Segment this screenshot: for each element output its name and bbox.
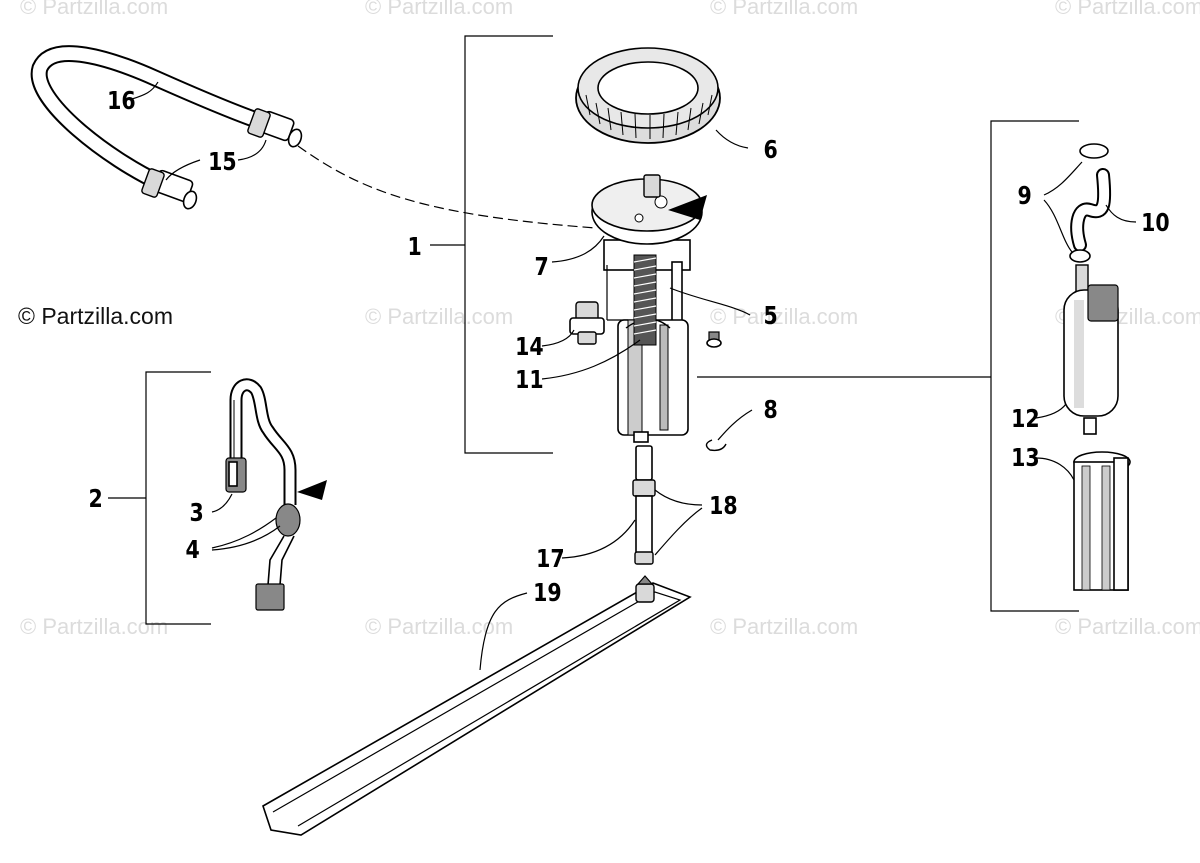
leader-6 xyxy=(715,129,749,149)
callout-17: 17 xyxy=(536,545,565,573)
pump-hose-part-10 xyxy=(1069,143,1112,263)
callout-18: 18 xyxy=(709,492,738,520)
leader-16 xyxy=(131,81,159,100)
watermark: © Partzilla.com xyxy=(710,0,858,19)
callout-5: 5 xyxy=(764,302,778,330)
callout-14: 14 xyxy=(515,333,544,361)
watermark: © Partzilla.com xyxy=(20,0,168,19)
watermark: © Partzilla.com xyxy=(20,614,168,639)
leader-17 xyxy=(561,519,636,559)
callout-8: 8 xyxy=(764,396,778,424)
leader-8 xyxy=(717,409,753,441)
leader-11 xyxy=(541,339,641,380)
leader-10 xyxy=(1105,204,1137,223)
callout-numbers: 16 15 1 6 7 5 14 11 8 9 10 12 13 2 3 4 1… xyxy=(89,87,1170,607)
leader-4b xyxy=(211,517,277,549)
wire-harness-part-2 xyxy=(225,378,327,611)
callout-4: 4 xyxy=(186,536,200,564)
callout-3: 3 xyxy=(190,499,204,527)
leader-15b xyxy=(165,159,201,181)
pressure-regulator-part-14 xyxy=(569,301,605,345)
screw-part-5 xyxy=(706,331,722,348)
group-brackets xyxy=(108,35,1079,625)
callout-1: 1 xyxy=(408,233,422,261)
callout-19: 19 xyxy=(533,579,562,607)
pump-canister-part-13 xyxy=(1073,451,1131,591)
callout-2: 2 xyxy=(89,485,103,513)
fuel-pump-part-12 xyxy=(1063,264,1119,435)
leader-9a xyxy=(1043,161,1083,196)
copyright-notice: © Partzilla.com xyxy=(18,303,173,329)
leader-7 xyxy=(551,235,605,263)
callout-16: 16 xyxy=(107,87,136,115)
fitting-parts-17-18 xyxy=(632,445,656,565)
fuel-hose-part-16 xyxy=(30,45,597,229)
bracket-assembly-2 xyxy=(145,371,211,625)
leader-5 xyxy=(669,287,751,316)
callout-15: 15 xyxy=(208,148,237,176)
leader-4a xyxy=(211,525,281,551)
lock-ring-part-6 xyxy=(575,47,721,144)
callout-6: 6 xyxy=(764,136,778,164)
callout-13: 13 xyxy=(1011,444,1040,472)
watermark: © Partzilla.com xyxy=(365,304,513,329)
watermark: © Partzilla.com xyxy=(1055,0,1200,19)
clip-part-8 xyxy=(705,439,727,452)
callout-11: 11 xyxy=(515,366,544,394)
leader-12 xyxy=(1035,403,1067,419)
callout-10: 10 xyxy=(1141,209,1170,237)
callout-9: 9 xyxy=(1018,182,1032,210)
leader-13 xyxy=(1035,457,1075,481)
leader-18a xyxy=(654,489,703,506)
pump-sender-tube-part-11 xyxy=(606,254,689,443)
watermark: © Partzilla.com xyxy=(1055,614,1200,639)
leader-3 xyxy=(211,493,233,513)
watermark: © Partzilla.com xyxy=(365,0,513,19)
leader-9b xyxy=(1043,199,1073,253)
watermark: © Partzilla.com xyxy=(710,614,858,639)
leader-lines xyxy=(131,81,1137,671)
leader-14 xyxy=(541,329,575,347)
callout-12: 12 xyxy=(1011,405,1040,433)
leader-18b xyxy=(654,507,703,556)
strap-part-19 xyxy=(262,575,692,836)
leader-19 xyxy=(479,592,528,671)
callout-7: 7 xyxy=(535,253,549,281)
leader-15a xyxy=(237,139,267,161)
bracket-assembly-pump xyxy=(990,120,1079,612)
